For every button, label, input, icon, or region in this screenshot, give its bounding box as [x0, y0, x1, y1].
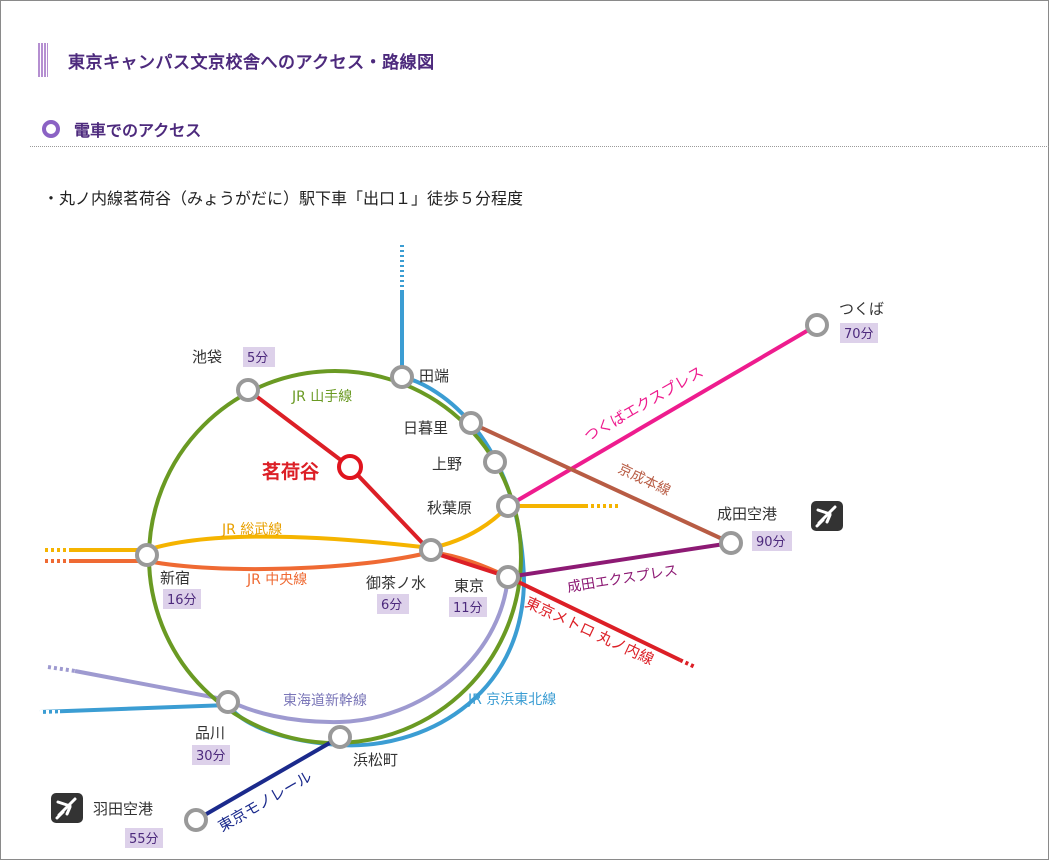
time-label: 30分 [196, 749, 226, 764]
station-name: 日暮里 [403, 419, 448, 437]
time-badge [243, 347, 275, 367]
station-nippori: 日暮里 [403, 411, 483, 437]
keihin-tohoku-line [39, 245, 527, 748]
station-name: 御茶ノ水 [366, 574, 426, 592]
time-label: 5分 [247, 351, 268, 366]
station-name: 池袋 [192, 348, 222, 366]
heading-bar [38, 43, 48, 77]
station-ochanomizu: 御茶ノ水 6分 [366, 538, 443, 614]
station-ueno: 上野 [432, 450, 507, 474]
station-marker [496, 494, 520, 518]
access-note: ・丸ノ内線茗荷谷（みょうがだに）駅下車「出口１」徒歩５分程度 [43, 189, 524, 208]
time-badge [125, 828, 163, 848]
station-marker [419, 538, 443, 562]
station-name: 秋葉原 [427, 499, 472, 517]
station-myogadani: 茗荷谷 [262, 454, 363, 483]
time-badge [449, 597, 487, 617]
station-marker [805, 313, 829, 337]
time-label: 11分 [453, 601, 483, 616]
narita-express-label: 成田エクスプレス [566, 563, 679, 596]
shinkansen-label: 東海道新幹線 [283, 692, 367, 709]
tsukuba-express-line [506, 323, 819, 508]
station-name: 新宿 [160, 569, 190, 587]
tsukuba-express-label: つくばエクスプレス [581, 363, 707, 446]
time-badge [377, 594, 409, 614]
sub-heading-text: 電車でのアクセス [74, 121, 202, 140]
station-name: 東京 [454, 577, 484, 595]
station-ikebukuro: 池袋 5分 [192, 347, 275, 402]
station-hamamatsucho: 浜松町 [328, 725, 398, 769]
station-name: 品川 [195, 724, 225, 742]
station-name: 上野 [432, 455, 462, 473]
yamanote-label: JR 山手線 [291, 389, 352, 405]
shinkansen-line [47, 576, 510, 725]
keisei-line [470, 421, 732, 545]
station-haneda: 羽田空港 55分 [51, 793, 208, 848]
sub-heading: 電車でのアクセス [42, 117, 201, 141]
station-name: 成田空港 [717, 505, 777, 523]
marunouchi-label: 東京メトロ 丸ノ内線 [522, 593, 656, 668]
time-label: 70分 [844, 327, 874, 342]
time-label: 55分 [129, 832, 159, 847]
station-akihabara: 秋葉原 [427, 494, 520, 518]
narita-express-line [507, 541, 732, 579]
station-name: 茗荷谷 [262, 460, 320, 483]
station-marker [216, 690, 240, 714]
dotted-divider [30, 146, 1049, 147]
station-marker [390, 365, 414, 389]
time-label: 90分 [756, 535, 786, 550]
airplane-icon [811, 501, 843, 531]
station-marker [483, 450, 507, 474]
sobu-label: JR 総武線 [221, 522, 282, 538]
station-marker [337, 454, 363, 480]
station-marker [459, 411, 483, 435]
chuo-label: JR 中央線 [246, 572, 307, 588]
section-heading: 東京キャンパス文京校舎へのアクセス・路線図 [38, 42, 435, 78]
monorail-line [195, 735, 341, 822]
time-badge [192, 745, 230, 765]
time-label: 6分 [381, 598, 402, 613]
ring-bullet-icon [42, 120, 60, 138]
station-name: 浜松町 [353, 751, 398, 769]
time-badge [840, 323, 878, 343]
time-label: 16分 [167, 593, 197, 608]
station-marker [236, 378, 260, 402]
station-name: 羽田空港 [93, 800, 153, 818]
time-badge [752, 531, 792, 551]
station-marker [328, 725, 352, 749]
time-badge [163, 589, 201, 609]
airplane-icon [51, 793, 83, 823]
keihin-tohoku-label: JR 京浜東北線 [467, 692, 556, 708]
station-tokyo: 東京 11分 [449, 565, 520, 617]
sobu-line [45, 504, 620, 552]
station-tabata: 田端 [390, 365, 449, 389]
station-marker [135, 543, 159, 567]
station-narita: 成田空港 90分 [717, 501, 843, 555]
station-shinagawa: 品川 30分 [192, 690, 240, 765]
station-marker [719, 531, 743, 555]
station-marker [496, 565, 520, 589]
station-name: つくば [839, 300, 884, 318]
station-tsukuba: つくば 70分 [805, 300, 884, 343]
station-shinjuku: 新宿 16分 [135, 543, 201, 609]
section-heading-text: 東京キャンパス文京校舎へのアクセス・路線図 [68, 52, 435, 73]
station-name: 田端 [419, 367, 449, 385]
station-marker [184, 808, 208, 832]
chuo-line [45, 549, 509, 579]
